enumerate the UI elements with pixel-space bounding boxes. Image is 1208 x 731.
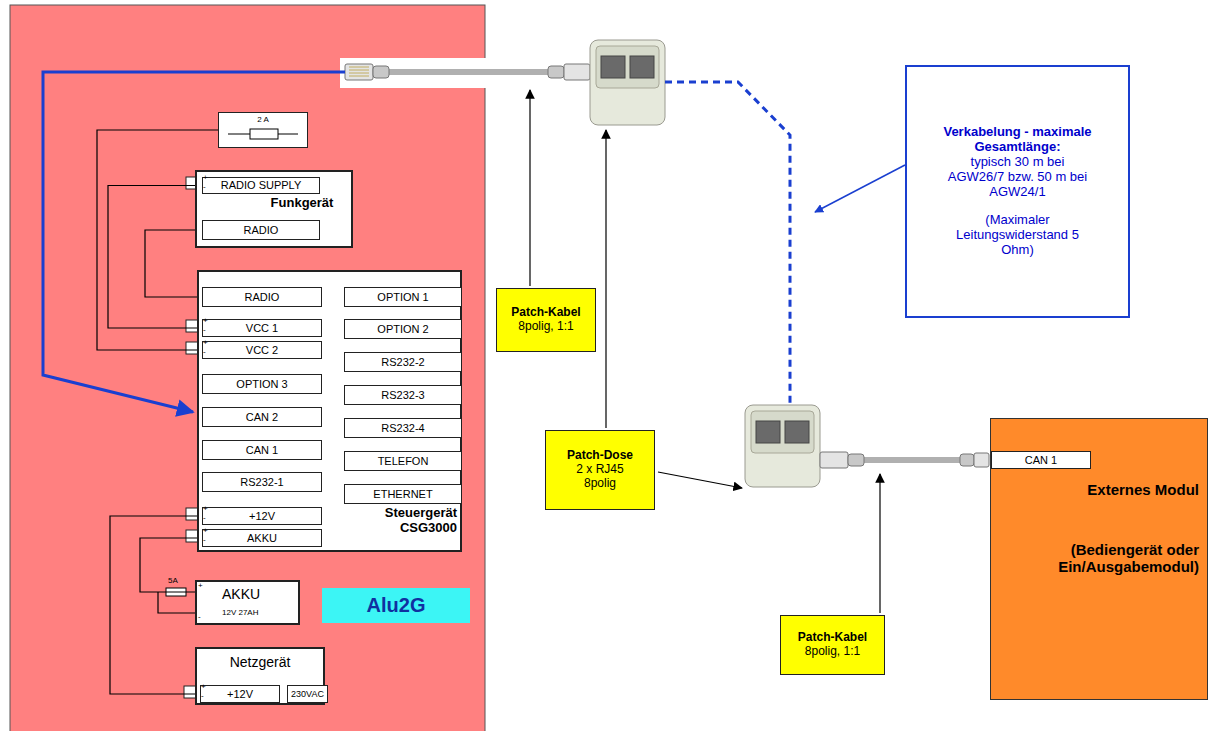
wire bbox=[110, 516, 202, 694]
polarity-mark: + bbox=[203, 317, 208, 325]
node-text: VCC 2 bbox=[246, 344, 278, 357]
power-supply: Netzgerät +12V 230VAC bbox=[195, 647, 325, 705]
polarity-mark: + bbox=[203, 174, 208, 182]
node-text: CAN 2 bbox=[246, 411, 278, 424]
node-text: 2 x RJ45 8polig bbox=[565, 463, 635, 491]
port-box: RADIO bbox=[202, 220, 320, 240]
callout-box: Patch-Kabel8polig, 1:1 bbox=[496, 288, 596, 352]
node-text: RADIO bbox=[244, 224, 279, 237]
patch-cable bbox=[345, 64, 590, 80]
port-box: +12V bbox=[200, 685, 280, 703]
polarity-mark: - bbox=[203, 183, 206, 191]
wire bbox=[108, 186, 202, 329]
node-text: Patch-Kabel bbox=[798, 631, 867, 645]
fuse-symbol bbox=[218, 112, 308, 148]
node-text: ETHERNET bbox=[373, 488, 432, 501]
battery-box: AKKU 12V 27AH bbox=[195, 580, 300, 625]
wire bbox=[140, 538, 202, 592]
polarity-mark: - bbox=[198, 613, 201, 621]
node-text: VCC 1 bbox=[246, 322, 278, 335]
polarity-mark: - bbox=[203, 514, 206, 522]
port-box: VCC 2 bbox=[202, 341, 322, 359]
port-box: RADIO bbox=[202, 287, 322, 307]
polarity-mark: + bbox=[198, 582, 203, 590]
port-box: RS232-2 bbox=[344, 352, 462, 372]
node-text: RADIO bbox=[245, 291, 280, 304]
polarity-mark: - bbox=[203, 536, 206, 544]
node-text: Verkabelung - maximale Gesamtlänge: bbox=[943, 125, 1093, 155]
radio-device: Funkgerät RADIO SUPPLY RADIO bbox=[195, 170, 353, 248]
node-text: TELEFON bbox=[378, 455, 429, 468]
port-box: RS232-3 bbox=[344, 385, 462, 405]
wire bbox=[145, 230, 202, 297]
fuse-rating: 5A bbox=[168, 577, 178, 585]
port-box: RS232-1 bbox=[202, 472, 322, 492]
callout-box: Patch-Kabel8polig, 1:1 bbox=[780, 615, 885, 675]
node-text: +12V bbox=[249, 510, 275, 523]
polarity-mark: + bbox=[203, 505, 208, 513]
node-text: 2 A bbox=[219, 115, 307, 124]
node-text: Funkgerät bbox=[253, 196, 351, 211]
patch-socket bbox=[745, 405, 820, 487]
node-text: AKKU bbox=[247, 532, 277, 545]
port-box: ETHERNET bbox=[344, 484, 462, 504]
port-box: CAN 1 bbox=[202, 440, 322, 460]
node-text: RS232-1 bbox=[240, 476, 283, 489]
node-text: 8polig, 1:1 bbox=[518, 320, 573, 334]
callout-box: Patch-Dose2 x RJ45 8polig bbox=[545, 430, 655, 510]
node-text: RS232-4 bbox=[381, 422, 424, 435]
polarity-mark: - bbox=[203, 326, 206, 334]
node-text: OPTION 1 bbox=[377, 291, 428, 304]
control-unit: Steuergerät CSG3000 RADIO VCC 1 VCC 2 OPTION… bbox=[197, 270, 462, 552]
node-text: +12V bbox=[227, 688, 253, 701]
polarity-mark: - bbox=[203, 348, 206, 356]
external-module: Externes Modul (Bediengerät oder Ein/Ausg… bbox=[990, 418, 1208, 700]
port-box: TELEFON bbox=[344, 451, 462, 471]
node-text: Alu2G bbox=[367, 594, 426, 617]
fuse-box: 2 A bbox=[218, 112, 308, 148]
polarity-mark: - bbox=[201, 692, 204, 700]
port-box: CAN 2 bbox=[202, 407, 322, 427]
node-text: (Maximaler Leitungswiderstand 5 Ohm) bbox=[943, 213, 1093, 258]
node-text: CAN 1 bbox=[246, 444, 278, 457]
node-text: Steuergerät CSG3000 bbox=[327, 506, 457, 536]
port-box: +12V bbox=[202, 507, 322, 525]
node-text: Netzgerät bbox=[197, 654, 323, 670]
port-box: OPTION 1 bbox=[344, 287, 462, 307]
cabinet-panel bbox=[10, 5, 485, 731]
node-text: AKKU bbox=[222, 586, 298, 602]
node-text: CAN 1 bbox=[1025, 454, 1057, 467]
cable-run bbox=[665, 82, 790, 405]
system-name-box: Alu2G bbox=[322, 588, 470, 623]
node-text: RS232-2 bbox=[381, 356, 424, 369]
polarity-mark: + bbox=[201, 683, 206, 691]
port-box: VCC 1 bbox=[202, 319, 322, 337]
node-text: 12V 27AH bbox=[222, 608, 298, 617]
port-box: RS232-4 bbox=[344, 418, 462, 438]
patch-socket bbox=[590, 40, 665, 125]
port-box: 230VAC bbox=[287, 685, 328, 703]
polarity-mark: + bbox=[203, 527, 208, 535]
patch-cable bbox=[820, 452, 989, 468]
port-box: OPTION 2 bbox=[344, 319, 462, 339]
port-box: AKKU bbox=[202, 529, 322, 547]
node-text: 8polig, 1:1 bbox=[805, 645, 860, 659]
node-text: typisch 30 m bei AGW26/7 bzw. 50 m bei A… bbox=[943, 155, 1093, 200]
leader-arrow bbox=[815, 165, 905, 212]
note-box: Verkabelung - maximale Gesamtlänge:typis… bbox=[905, 65, 1130, 318]
node-text: Externes Modul bbox=[1039, 481, 1199, 498]
polarity-mark: + bbox=[203, 339, 208, 347]
node-text: (Bediengerät oder Ein/Ausgabemodul) bbox=[1039, 541, 1199, 576]
node-text: 230VAC bbox=[291, 689, 324, 699]
port-box: CAN 1 bbox=[991, 451, 1091, 469]
port-box: OPTION 3 bbox=[202, 374, 322, 394]
port-box: RADIO SUPPLY bbox=[202, 177, 320, 194]
node-text: OPTION 2 bbox=[377, 323, 428, 336]
node-text: Patch-Kabel bbox=[511, 306, 580, 320]
node-text: OPTION 3 bbox=[236, 378, 287, 391]
node-text: RS232-3 bbox=[381, 389, 424, 402]
node-text: Patch-Dose bbox=[567, 449, 633, 463]
node-text: RADIO SUPPLY bbox=[221, 179, 302, 192]
